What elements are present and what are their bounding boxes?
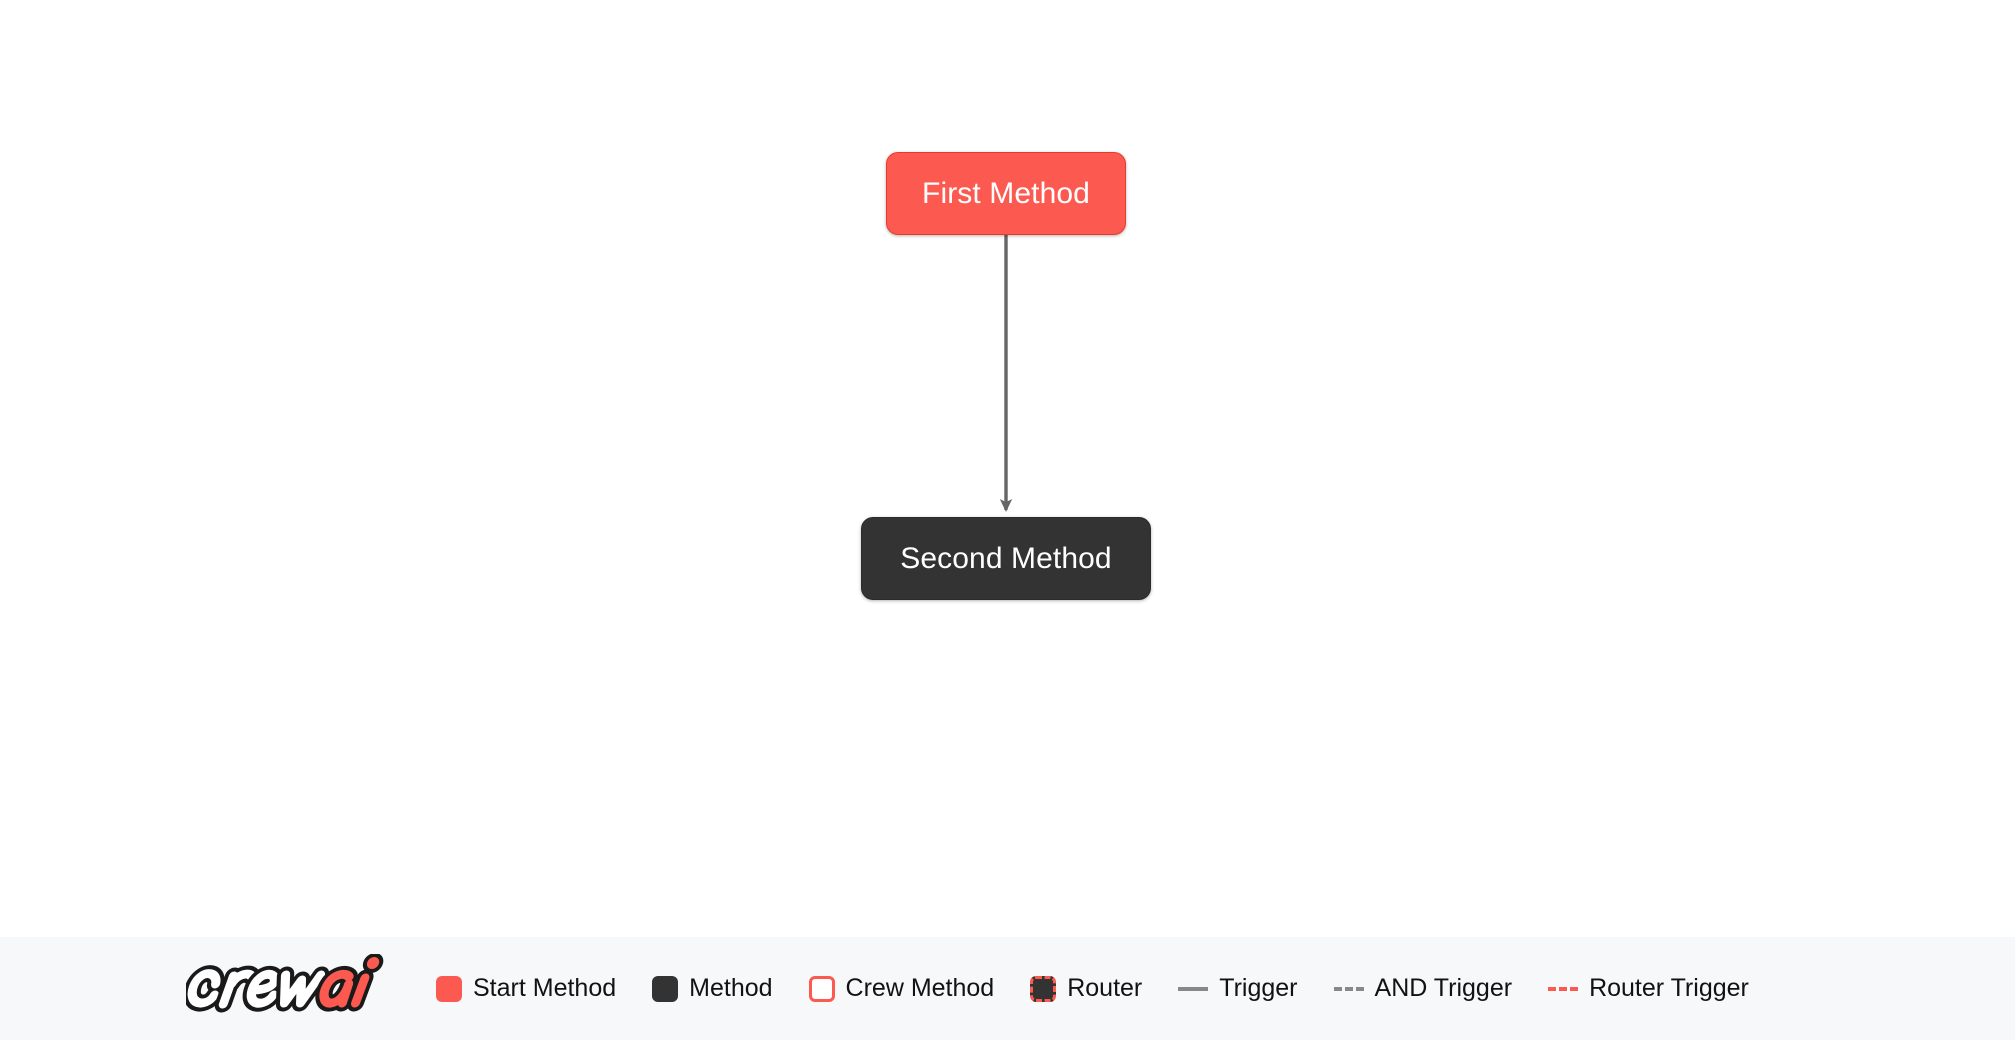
flow-node-first-method[interactable]: First Method (886, 152, 1126, 235)
legend-item-label: AND Trigger (1374, 974, 1513, 1002)
router-swatch-icon (1030, 975, 1057, 1002)
legend-item-router-trigger[interactable]: Router Trigger (1548, 976, 1749, 1001)
trigger-line-icon (1178, 986, 1209, 991)
logo-letter-w (275, 966, 330, 1011)
crew-method-swatch-icon (808, 975, 835, 1002)
logo-letter-c (186, 964, 225, 1011)
legend-items: Start Method Method Crew Method Router T… (436, 974, 1749, 1002)
flow-node-label: First Method (922, 176, 1090, 210)
method-swatch-icon (652, 975, 679, 1002)
legend-item-crew-method[interactable]: Crew Method (808, 974, 995, 1002)
legend-item-label: Crew Method (845, 974, 995, 1002)
legend-item-label: Router (1067, 974, 1143, 1002)
router-trigger-line-icon (1548, 986, 1579, 991)
legend-item-and-trigger[interactable]: AND Trigger (1333, 974, 1513, 1002)
logo-letter-e (242, 965, 284, 1012)
edge-layer (999, 235, 1013, 512)
legend-item-label: Trigger (1219, 974, 1298, 1002)
legend-item-method[interactable]: Method (652, 974, 773, 1002)
and-trigger-line-icon (1333, 986, 1364, 991)
logo-letter-a (315, 965, 358, 1011)
legend-item-router[interactable]: Router (1030, 974, 1143, 1002)
legend-item-trigger[interactable]: Trigger (1178, 974, 1298, 1002)
legend-item-start-method[interactable]: Start Method (436, 974, 617, 1002)
legend-bar: Start Method Method Crew Method Router T… (0, 937, 2015, 1040)
legend-item-label: Start Method (473, 974, 617, 1002)
legend-item-label: Router Trigger (1589, 974, 1749, 1002)
flow-canvas[interactable]: First Method Second Method (0, 0, 2015, 937)
start-method-swatch-icon (436, 975, 462, 1002)
flow-node-label: Second Method (900, 541, 1112, 575)
flow-node-second-method[interactable]: Second Method (861, 517, 1151, 600)
logo-letter-r (214, 965, 261, 1012)
legend-item-label: Method (689, 974, 773, 1002)
logo-letter-i (346, 953, 384, 1011)
crewai-logo (186, 953, 384, 1012)
